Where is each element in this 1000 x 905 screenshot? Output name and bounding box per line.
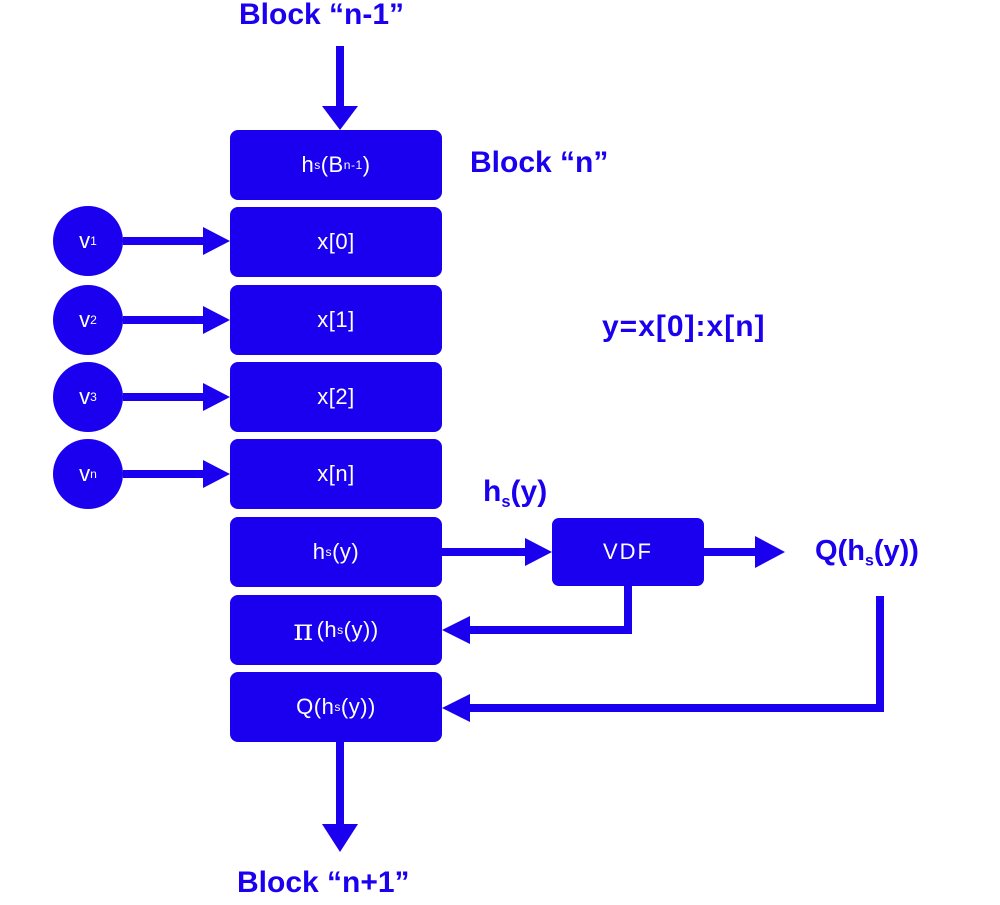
label-block-next: Block “n+1” xyxy=(237,866,410,899)
label-y-definition: y=x[0]:x[n] xyxy=(602,310,766,343)
hash-h: h xyxy=(312,539,326,564)
input-node-main: v xyxy=(79,384,91,409)
pi-rest: (y)) xyxy=(343,617,379,642)
arrow-v1-head xyxy=(203,227,230,255)
x-item-box-1: x[1] xyxy=(230,285,442,355)
pi-prefix: (h xyxy=(316,617,338,642)
q-rest: (y)) xyxy=(340,694,376,719)
vdf-box: VDF xyxy=(552,518,704,586)
x-item-label: x[n] xyxy=(317,461,355,486)
arrow-q-feedback-head xyxy=(442,694,470,722)
header-rest: ) xyxy=(362,152,371,177)
x-item-box-3: x[n] xyxy=(230,439,442,509)
pi-symbol: π xyxy=(293,612,314,648)
input-node-main: v xyxy=(79,307,91,332)
label-hs-y: hs(y) xyxy=(483,475,548,511)
label-q-output: Q(hs(y)) xyxy=(815,535,919,570)
q-prefix: Q(h xyxy=(296,694,335,719)
label-hs-y-rest: (y) xyxy=(510,475,548,508)
arrow-vdf-out-head xyxy=(755,536,785,568)
arrow-heads xyxy=(203,106,785,852)
arrow-v2-head xyxy=(203,306,230,334)
arrow-vn-head xyxy=(203,460,230,488)
x-item-box-2: x[2] xyxy=(230,362,442,432)
label-q-output-rest: (y)) xyxy=(873,535,919,567)
arrow-v3-head xyxy=(203,383,230,411)
label-q-output-prefix: Q(h xyxy=(815,535,865,567)
x-item-label: x[0] xyxy=(317,229,355,254)
connectors xyxy=(123,46,884,826)
vdf-label: VDF xyxy=(603,539,653,564)
arrow-q-feedback-shaft xyxy=(468,596,884,712)
arrow-vdf-to-pi-shaft xyxy=(468,586,632,634)
arrow-in-from-prev-block-head xyxy=(322,106,358,130)
arrow-hash-to-vdf-head xyxy=(525,538,552,566)
arrow-vdf-to-pi-head xyxy=(442,616,470,644)
x-item-box-0: x[0] xyxy=(230,207,442,277)
hash-rest: (y) xyxy=(332,539,360,564)
x-item-label: x[2] xyxy=(317,384,355,409)
label-block-prev: Block “n-1” xyxy=(239,0,405,31)
label-hs-y-sub: s xyxy=(501,492,511,511)
input-node-main: v xyxy=(79,228,91,253)
x-item-label: x[1] xyxy=(317,307,355,332)
header-mid: (B xyxy=(320,152,344,177)
header-h: h xyxy=(301,152,315,177)
label-block-current: Block “n” xyxy=(470,146,609,179)
arrow-out-to-next-block-head xyxy=(322,824,358,852)
label-hs-y-main: h xyxy=(483,475,502,508)
label-q-output-sub: s xyxy=(864,552,874,570)
input-node-main: v xyxy=(79,461,91,486)
